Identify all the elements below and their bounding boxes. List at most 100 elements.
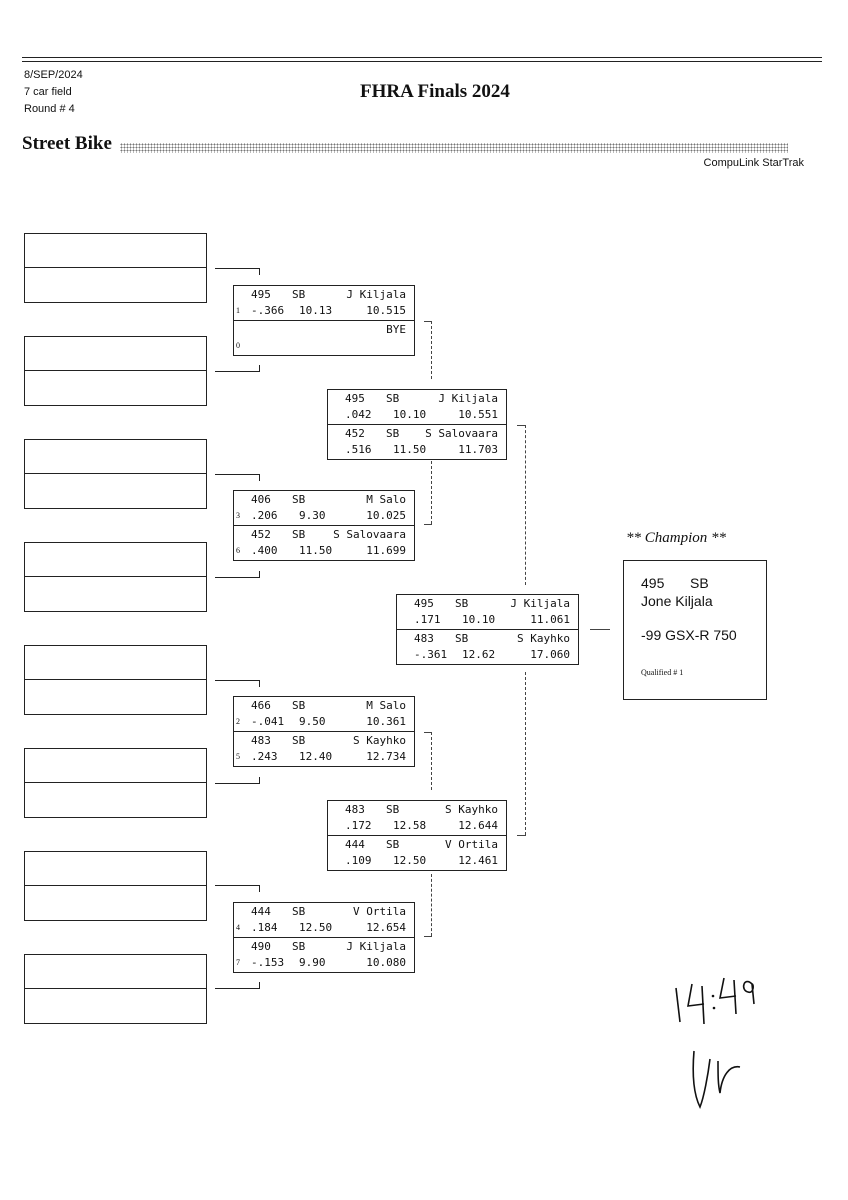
reaction-time: .042 bbox=[345, 408, 372, 421]
dial-in: 11.50 bbox=[393, 443, 427, 456]
racer-slot: 490 SB J Kiljala 7 -.153 9.90 10.080 bbox=[234, 937, 414, 972]
racer-slot: 444 SB V Ortila 4 .184 12.50 12.654 bbox=[236, 905, 406, 934]
racer-slot: 495 SB J Kiljala .171 10.10 11.061 bbox=[414, 597, 570, 626]
champion-number: 495 bbox=[641, 575, 665, 591]
dial-in: 10.10 bbox=[393, 408, 427, 421]
qualifying-rank: 3 bbox=[236, 511, 240, 520]
qualifying-rank: 7 bbox=[236, 958, 240, 967]
bye-label: BYE bbox=[386, 323, 406, 336]
racer-name: J Kiljala bbox=[346, 288, 406, 301]
reaction-time: .243 bbox=[251, 750, 278, 763]
racer-name: J Kiljala bbox=[346, 940, 406, 953]
qualified-position: Qualified # 1 bbox=[641, 668, 684, 677]
round-number: Round # 4 bbox=[24, 103, 75, 115]
racer-slot: 483 SB S Kayhko .172 12.58 12.644 bbox=[345, 803, 498, 832]
racer-name: S Salovaara bbox=[333, 528, 406, 541]
reaction-time: .400 bbox=[251, 544, 278, 557]
racer-slot: BYE 0 bbox=[234, 320, 414, 355]
racer-slot: 466 SB M Salo 2 -.041 9.50 10.361 bbox=[236, 699, 406, 728]
champion-name: Jone Kiljala bbox=[641, 593, 713, 609]
event-date: 8/SEP/2024 bbox=[24, 69, 83, 81]
match-box-r1-3: 466 SB M Salo 2 -.041 9.50 10.361 483 SB… bbox=[233, 696, 415, 767]
racer-name: S Kayhko bbox=[353, 734, 406, 747]
dial-in: 12.40 bbox=[299, 750, 333, 763]
racer-name: S Salovaara bbox=[425, 427, 498, 440]
dial-in: 10.13 bbox=[299, 304, 333, 317]
bracket-line bbox=[525, 425, 526, 585]
elapsed-time: 11.703 bbox=[458, 443, 498, 456]
elapsed-time: 12.644 bbox=[458, 819, 498, 832]
racer-name: M Salo bbox=[366, 493, 406, 506]
racer-name: M Salo bbox=[366, 699, 406, 712]
match-box-r1-1: 495 SB J Kiljala 1 -.366 10.13 10.515 BY… bbox=[233, 285, 415, 356]
connector bbox=[215, 982, 260, 989]
reaction-time: .172 bbox=[345, 819, 372, 832]
field-size: 7 car field bbox=[24, 86, 72, 98]
handwritten-time bbox=[675, 977, 755, 1025]
elapsed-time: 10.361 bbox=[366, 715, 406, 728]
reaction-time: .171 bbox=[414, 613, 441, 626]
champion-class: SB bbox=[690, 575, 709, 591]
qualifying-rank: 0 bbox=[236, 341, 240, 350]
empty-lane-box bbox=[24, 336, 207, 406]
bracket-line bbox=[525, 672, 526, 835]
racer-slot: 495 SB J Kiljala .042 10.10 10.551 bbox=[345, 392, 498, 421]
qualifying-rank: 6 bbox=[236, 546, 240, 555]
connector bbox=[215, 777, 260, 784]
connector bbox=[424, 732, 432, 733]
dial-in: 12.62 bbox=[462, 648, 496, 661]
racer-slot: 452 SB S Salovaara 6 .400 11.50 11.699 bbox=[234, 525, 414, 560]
event-title: FHRA Finals 2024 bbox=[360, 81, 510, 102]
racer-name: S Kayhko bbox=[517, 632, 570, 645]
match-box-r1-2: 406 SB M Salo 3 .206 9.30 10.025 452 SB … bbox=[233, 490, 415, 561]
elapsed-time: 17.060 bbox=[530, 648, 570, 661]
reaction-time: .206 bbox=[251, 509, 278, 522]
racer-slot: 483 SB S Kayhko 5 .243 12.40 12.734 bbox=[234, 731, 414, 766]
racer-slot: 406 SB M Salo 3 .206 9.30 10.025 bbox=[236, 493, 406, 522]
racer-name: J Kiljala bbox=[438, 392, 498, 405]
connector bbox=[590, 629, 610, 630]
dial-in: 9.30 bbox=[299, 509, 326, 522]
racer-slot: 483 SB S Kayhko -.361 12.62 17.060 bbox=[397, 629, 578, 664]
elapsed-time: 10.551 bbox=[458, 408, 498, 421]
connector bbox=[424, 524, 432, 525]
champion-label: ** Champion ** bbox=[626, 530, 727, 546]
handwritten-initials bbox=[692, 1050, 741, 1109]
racer-name: V Ortila bbox=[353, 905, 406, 918]
top-rule bbox=[22, 57, 822, 58]
connector bbox=[424, 936, 432, 937]
elapsed-time: 12.734 bbox=[366, 750, 406, 763]
reaction-time: -.366 bbox=[251, 304, 285, 317]
elapsed-time: 11.699 bbox=[366, 544, 406, 557]
bracket-line bbox=[431, 461, 432, 524]
empty-lane-box bbox=[24, 954, 207, 1024]
elapsed-time: 11.061 bbox=[530, 613, 570, 626]
top-rule-2 bbox=[22, 61, 822, 62]
connector bbox=[215, 680, 260, 687]
dotted-divider bbox=[120, 143, 788, 153]
elapsed-time: 12.461 bbox=[458, 854, 498, 867]
qualifying-rank: 2 bbox=[236, 717, 240, 726]
match-box-final: 495 SB J Kiljala .171 10.10 11.061 483 S… bbox=[396, 594, 579, 665]
connector bbox=[215, 571, 260, 578]
dial-in: 11.50 bbox=[299, 544, 333, 557]
elapsed-time: 10.080 bbox=[366, 956, 406, 969]
qualifying-rank: 4 bbox=[236, 923, 240, 932]
reaction-time: -.041 bbox=[251, 715, 285, 728]
class-title: Street Bike bbox=[22, 133, 112, 154]
racer-name: S Kayhko bbox=[445, 803, 498, 816]
racer-slot: 444 SB V Ortila .109 12.50 12.461 bbox=[328, 835, 506, 870]
empty-lane-box bbox=[24, 748, 207, 818]
connector bbox=[215, 474, 260, 481]
elapsed-time: 12.654 bbox=[366, 921, 406, 934]
reaction-time: .516 bbox=[345, 443, 372, 456]
qualifying-rank: 1 bbox=[236, 306, 240, 315]
empty-lane-box bbox=[24, 851, 207, 921]
reaction-time: -.153 bbox=[251, 956, 285, 969]
connector bbox=[424, 321, 432, 322]
champion-vehicle: -99 GSX-R 750 bbox=[641, 627, 737, 643]
bracket-line bbox=[431, 874, 432, 936]
elapsed-time: 10.515 bbox=[366, 304, 406, 317]
reaction-time: .184 bbox=[251, 921, 278, 934]
dial-in: 9.90 bbox=[299, 956, 326, 969]
